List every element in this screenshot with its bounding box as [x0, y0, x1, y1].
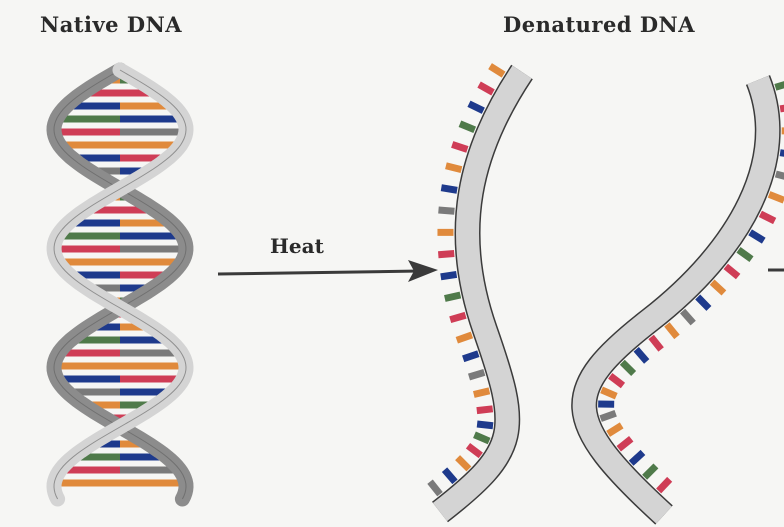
base-stub — [469, 372, 484, 377]
base-stub — [775, 83, 784, 88]
base-stub — [452, 144, 467, 149]
base-stub — [474, 391, 490, 395]
base-stub — [477, 424, 493, 426]
base-pair-half — [120, 129, 186, 136]
base-pair-half — [120, 363, 186, 370]
base-pair-half — [54, 480, 120, 487]
base-pair-half — [120, 480, 186, 487]
base-pair-half — [120, 246, 186, 253]
base-stub — [438, 253, 454, 254]
base-stub — [776, 174, 784, 178]
base-stub — [446, 166, 462, 170]
heat-label: Heat — [270, 234, 324, 258]
base-stub — [780, 107, 784, 109]
base-pair-half — [54, 246, 120, 253]
native-dna-title: Native DNA — [40, 12, 182, 37]
base-stub — [780, 153, 784, 155]
base-stub — [450, 315, 465, 319]
base-stub — [477, 409, 493, 411]
base-stub — [441, 188, 457, 191]
base-stub — [457, 335, 472, 340]
denatured-dna-title: Denatured DNA — [503, 12, 695, 37]
base-pair-half — [54, 363, 120, 370]
base-stub — [445, 295, 461, 298]
base-stub — [463, 354, 478, 359]
base-stub — [438, 210, 454, 211]
base-pair-half — [54, 129, 120, 136]
base-stub — [441, 274, 457, 276]
